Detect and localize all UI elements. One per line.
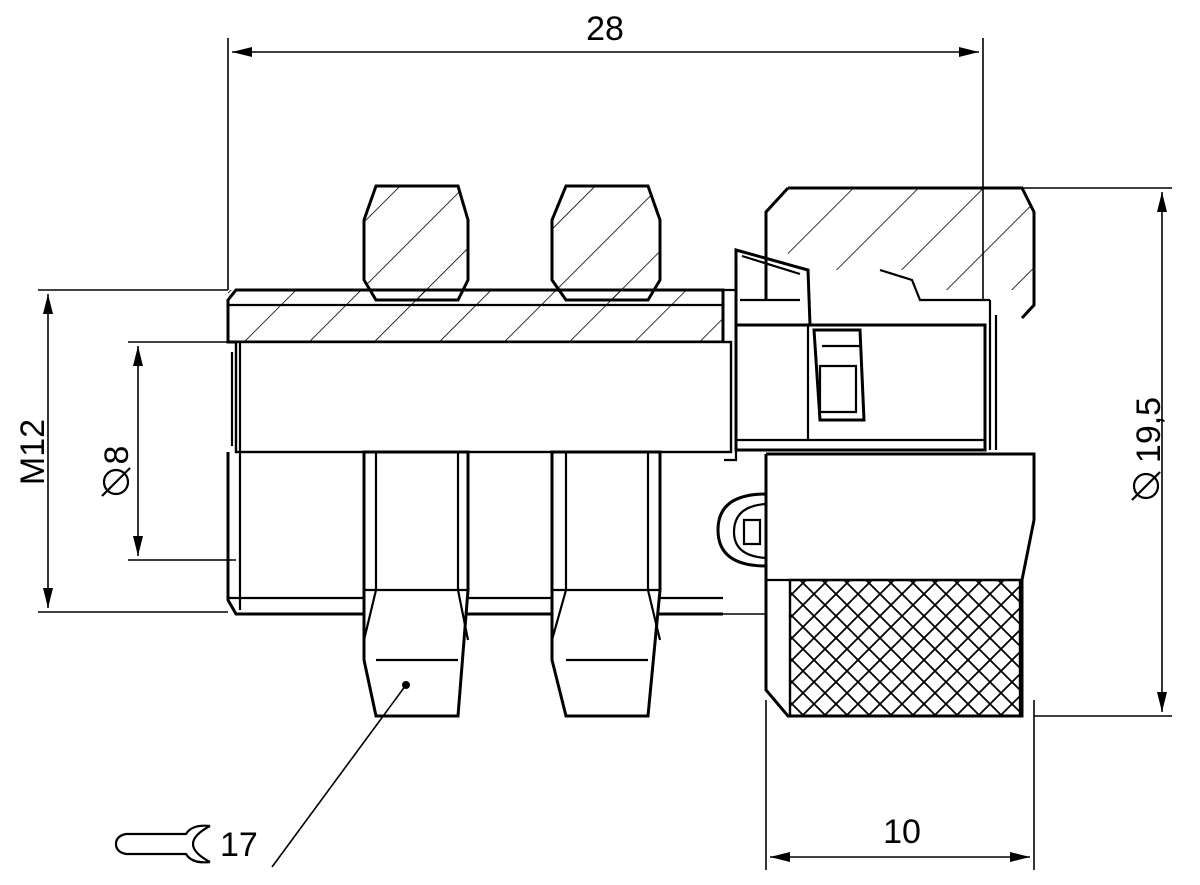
overall-length-label: 28 bbox=[586, 10, 624, 48]
hex-nut-1 bbox=[362, 184, 470, 718]
wrench-size-label: 17 bbox=[220, 826, 258, 864]
bore-diameter-label: 8 bbox=[98, 446, 136, 465]
wrench-size-callout: 17 bbox=[114, 681, 410, 868]
terminal-lug bbox=[716, 492, 767, 615]
thread-dimension: M12 bbox=[14, 289, 228, 613]
bore-diameter-dimension: 8 bbox=[98, 341, 236, 561]
overall-length-dimension: 28 bbox=[227, 10, 984, 300]
hex-nut-2 bbox=[550, 184, 662, 718]
knurled-cap bbox=[764, 186, 1036, 718]
wrench-icon bbox=[114, 824, 211, 864]
spring-contact bbox=[724, 248, 998, 462]
knurl-length-dimension: 10 bbox=[765, 700, 1035, 870]
thread-size-label: M12 bbox=[14, 419, 52, 485]
threaded-tube bbox=[226, 288, 733, 616]
knurl-length-label: 10 bbox=[883, 813, 921, 851]
diameter-symbol-icon bbox=[1131, 471, 1161, 501]
diameter-symbol-icon bbox=[101, 467, 131, 497]
knurl-diameter-dimension: 19,5 bbox=[1022, 187, 1172, 717]
knurl-diameter-label: 19,5 bbox=[1130, 397, 1168, 463]
